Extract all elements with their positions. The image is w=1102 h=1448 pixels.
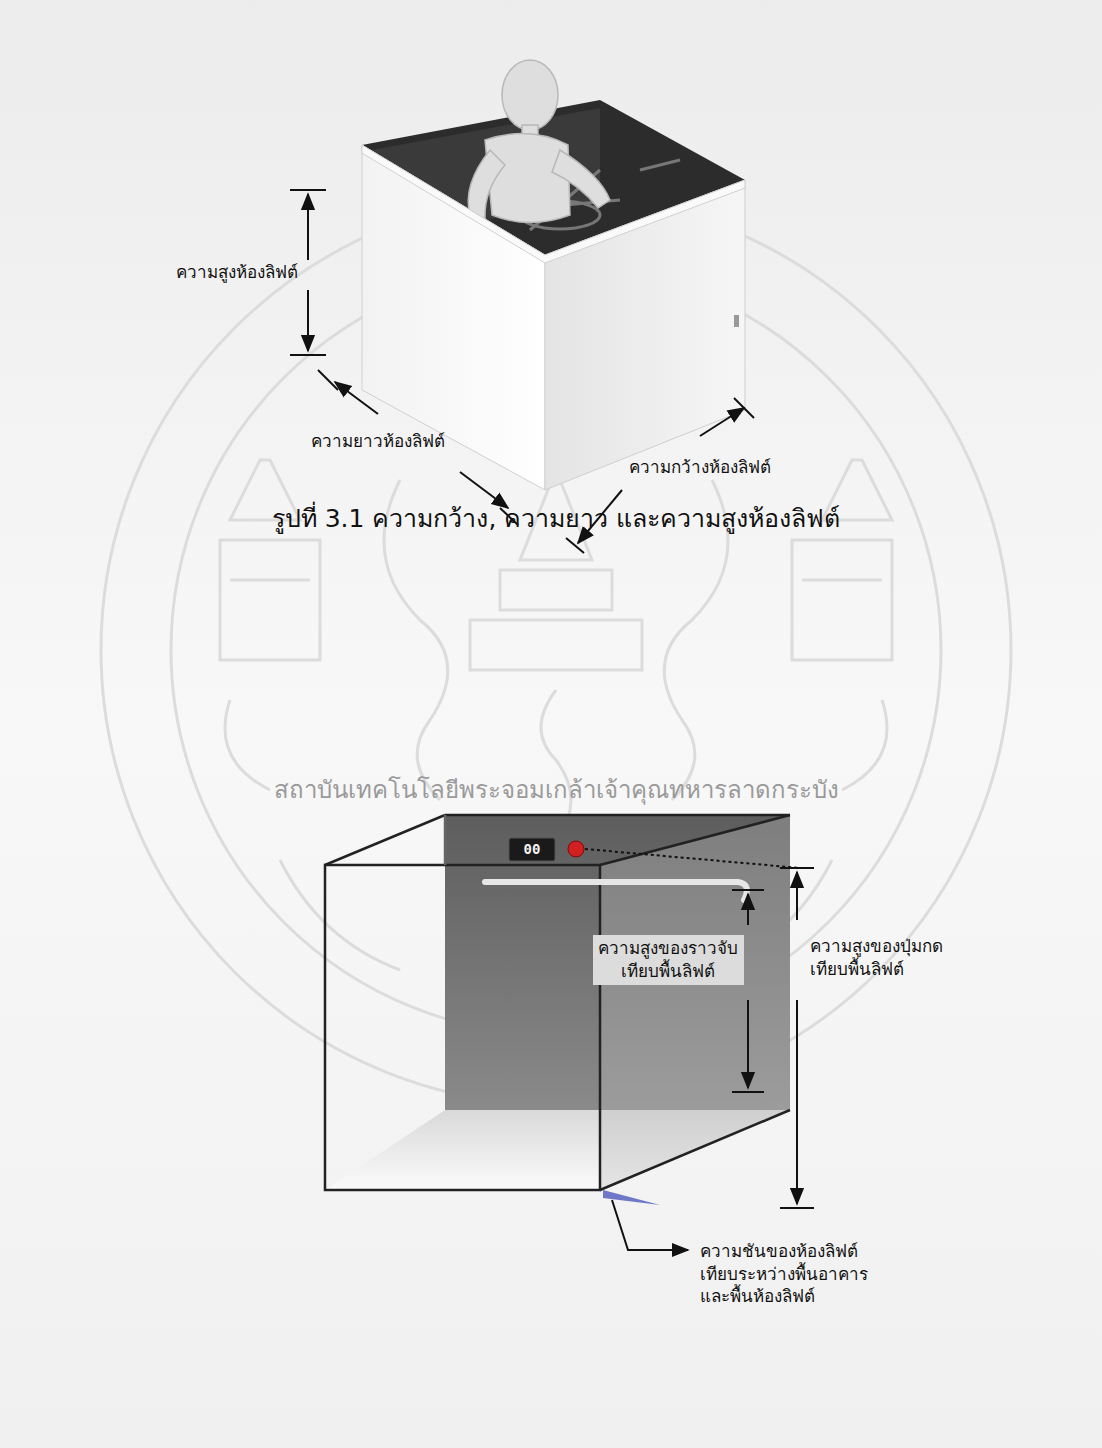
dimension-lines — [290, 190, 754, 553]
figure-caption: รูปที่ 3.1 ความกว้าง, ความยาว และความสูง… — [272, 498, 841, 538]
floor-display — [509, 838, 555, 861]
dimension-label: ความสูงของราวจับ เทียบพื้นลิฟต์ — [593, 935, 744, 985]
dimension-label: ความสูงห้องลิฟต์ — [176, 261, 298, 284]
lift-cabin-detail-figure — [325, 815, 790, 1205]
handrail — [485, 882, 747, 900]
lift-cabin-figure — [362, 60, 745, 490]
display-digits: 00 — [524, 840, 541, 859]
dimension-label: ความกว้างห้องลิฟต์ — [629, 456, 771, 479]
dimension-label: ความสูงของปุ่มกด เทียบพื้นลิฟต์ — [810, 935, 946, 981]
watermark-text: สถาบันเทคโนโลยีพระจอมเกล้าเจ้าคุณทหารลาด… — [274, 774, 839, 806]
dimension-lines — [585, 849, 814, 1250]
dimension-label: ความยาวห้องลิฟต์ — [311, 430, 445, 453]
callout-label: ความชันของห้องลิฟต์ เทียบระหว่างพื้นอาคา… — [700, 1240, 871, 1309]
call-button — [568, 841, 584, 857]
slope-marker — [603, 1190, 660, 1205]
